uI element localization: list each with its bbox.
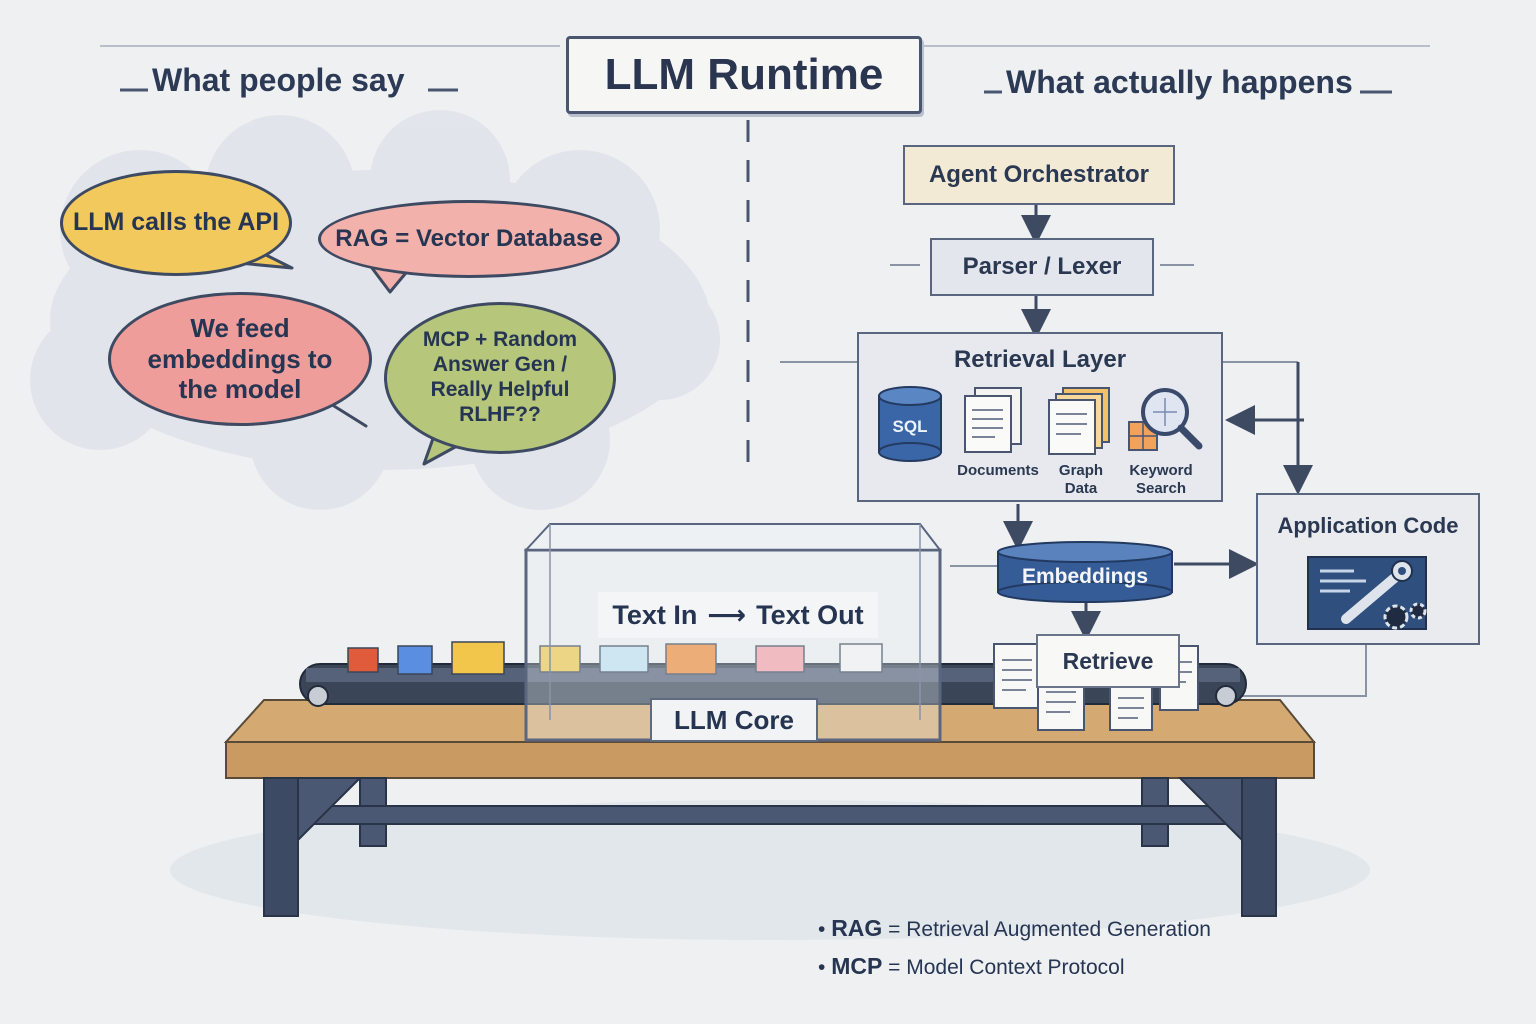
glossary-value: = Retrieval Augmented Generation [888, 918, 1211, 941]
right-arrow-icon: ⟶ [707, 599, 747, 630]
myth-bubble-api: LLM calls the API [60, 170, 292, 276]
glossary-item-mcp: • MCP = Model Context Protocol [818, 953, 1125, 979]
glossary-value: = Model Context Protocol [888, 956, 1125, 979]
left-heading: What people say [152, 62, 405, 98]
glossary-key: RAG [831, 915, 883, 941]
llm-core-label: LLM Core [650, 698, 818, 742]
retrieve-box: Retrieve [1036, 634, 1180, 688]
glossary-key: MCP [831, 953, 883, 979]
keyword-search-label: Keyword Search [1129, 462, 1193, 497]
graph-data-label: Graph Data [1058, 462, 1104, 497]
dashed-divider [746, 120, 750, 470]
top-rule-lines [100, 45, 1430, 94]
documents-label: Documents [957, 462, 1039, 479]
sql-database-icon: SQL [878, 386, 942, 462]
myth-bubble-mcp: MCP + Random Answer Gen / Really Helpful… [384, 302, 616, 454]
application-code-box: Application Code [1256, 493, 1480, 645]
myth-bubble-rag: RAG = Vector Database [318, 200, 620, 278]
graph-data-icon [1048, 387, 1110, 455]
right-heading: What actually happens [1006, 64, 1353, 100]
agent-orchestrator-box: Agent Orchestrator [903, 145, 1175, 205]
retrieval-layer-box: Retrieval Layer SQL Documents Graph Data… [857, 332, 1223, 502]
glossary-item-rag: • RAG = Retrieval Augmented Generation [818, 915, 1211, 941]
embeddings-label: Embeddings [1021, 565, 1148, 588]
page-title: LLM Runtime [566, 36, 922, 114]
embeddings-cylinder [997, 541, 1173, 603]
text-out: Text Out [756, 599, 864, 630]
application-code-title: Application Code [1277, 513, 1459, 538]
wrench-gear-icon [1307, 556, 1427, 630]
sql-icon-text: SQL [893, 417, 928, 436]
text-in: Text In [612, 599, 698, 630]
retrieval-layer-title: Retrieval Layer [953, 346, 1127, 373]
keyword-search-icon [1128, 388, 1203, 451]
glossary: • RAG = Retrieval Augmented Generation •… [818, 910, 1211, 986]
text-in-text-out-label: Text In ⟶ Text Out [598, 592, 878, 638]
parser-lexer-box: Parser / Lexer [930, 238, 1154, 296]
documents-icon [964, 387, 1022, 453]
myth-bubble-embeddings: We feed embeddings to the model [108, 292, 372, 426]
